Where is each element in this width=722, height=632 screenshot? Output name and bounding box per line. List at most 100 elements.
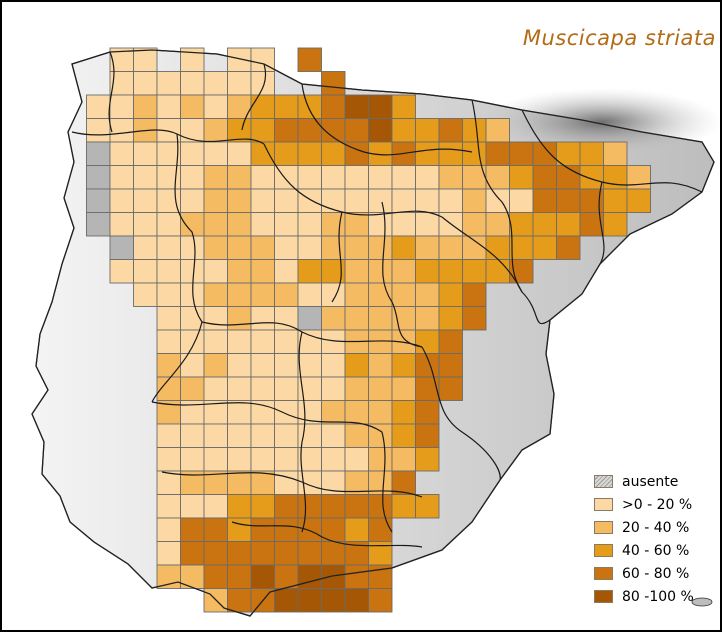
- grid-cell: [156, 71, 181, 96]
- grid-cell: [133, 259, 158, 284]
- grid-cell: [579, 165, 604, 190]
- grid-cell: [415, 188, 440, 213]
- grid-cell: [133, 235, 158, 260]
- grid-cell: [203, 141, 228, 166]
- grid-cell: [368, 306, 393, 331]
- grid-cell: [180, 118, 205, 143]
- legend-swatch: [594, 544, 613, 557]
- grid-cell: [156, 541, 181, 566]
- grid-cell: [180, 188, 205, 213]
- grid-cell: [368, 235, 393, 260]
- grid-cell: [203, 165, 228, 190]
- grid-cell: [438, 329, 463, 354]
- grid-cell: [321, 282, 346, 307]
- grid-cell: [368, 353, 393, 378]
- grid-cell: [344, 259, 369, 284]
- grid-cell: [344, 376, 369, 401]
- grid-cell: [180, 329, 205, 354]
- grid-cell: [438, 188, 463, 213]
- grid-cell: [297, 188, 322, 213]
- grid-cell: [250, 71, 275, 96]
- grid-cell: [415, 376, 440, 401]
- grid-cell: [509, 141, 534, 166]
- grid-cell: [203, 541, 228, 566]
- province-border: [381, 431, 393, 533]
- grid-cell: [227, 118, 252, 143]
- grid-cell: [391, 188, 416, 213]
- legend-swatch: [594, 521, 613, 534]
- grid-cell: [86, 94, 111, 119]
- legend-item-0-20: >0 - 20 %: [594, 493, 720, 516]
- grid-cell: [227, 47, 252, 72]
- grid-cell: [274, 282, 299, 307]
- grid-cell: [180, 494, 205, 519]
- grid-cell: [203, 94, 228, 119]
- grid-cell: [227, 423, 252, 448]
- grid-cell: [368, 517, 393, 542]
- grid-cell-absent: [109, 235, 134, 260]
- province-border: [331, 211, 343, 303]
- grid-cell: [509, 235, 534, 260]
- grid-cell: [344, 306, 369, 331]
- grid-cell-absent: [297, 306, 322, 331]
- legend-item-60-80: 60 - 80 %: [594, 562, 720, 585]
- grid-cell: [391, 447, 416, 472]
- grid-cell: [180, 541, 205, 566]
- province-border: [231, 521, 423, 548]
- grid-cell: [415, 494, 440, 519]
- grid-cell: [274, 235, 299, 260]
- grid-cell: [156, 447, 181, 472]
- province-border: [298, 331, 307, 533]
- grid-cell: [203, 353, 228, 378]
- grid-cell: [156, 423, 181, 448]
- grid-cell: [532, 212, 557, 237]
- grid-cell: [274, 141, 299, 166]
- grid-cell: [203, 423, 228, 448]
- grid-cell: [391, 259, 416, 284]
- grid-cell: [250, 282, 275, 307]
- grid-cell: [203, 259, 228, 284]
- province-border: [598, 181, 605, 265]
- grid-cell: [297, 141, 322, 166]
- grid-cell-absent: [86, 165, 111, 190]
- grid-cell: [133, 71, 158, 96]
- grid-cell: [297, 588, 322, 613]
- grid-cell: [462, 141, 487, 166]
- grid-cell: [180, 141, 205, 166]
- grid-cell: [344, 447, 369, 472]
- grid-cell: [250, 517, 275, 542]
- grid-cell: [321, 564, 346, 589]
- grid-cell: [297, 517, 322, 542]
- grid-cell: [274, 423, 299, 448]
- grid-cell: [203, 71, 228, 96]
- grid-cell: [203, 212, 228, 237]
- legend-swatch-absent: [594, 475, 613, 488]
- grid-cell: [438, 282, 463, 307]
- province-border: [151, 401, 383, 433]
- grid-cell: [180, 423, 205, 448]
- grid-cell: [203, 329, 228, 354]
- grid-cell: [227, 494, 252, 519]
- province-border: [471, 99, 523, 293]
- grid-cell: [297, 282, 322, 307]
- grid-cell: [368, 94, 393, 119]
- grid-cell: [109, 118, 134, 143]
- grid-cell: [368, 423, 393, 448]
- grid-cell: [532, 141, 557, 166]
- grid-cell: [415, 282, 440, 307]
- grid-cell: [297, 353, 322, 378]
- grid-cell: [368, 400, 393, 425]
- grid-cell: [203, 282, 228, 307]
- grid-cell: [274, 376, 299, 401]
- grid-cell: [133, 282, 158, 307]
- grid-cell: [415, 447, 440, 472]
- grid-cell: [297, 118, 322, 143]
- grid-cell: [438, 141, 463, 166]
- grid-cell: [133, 165, 158, 190]
- grid-cell: [156, 235, 181, 260]
- grid-cell: [509, 188, 534, 213]
- grid-cell: [344, 165, 369, 190]
- grid-cell: [532, 235, 557, 260]
- grid-cell-absent: [86, 188, 111, 213]
